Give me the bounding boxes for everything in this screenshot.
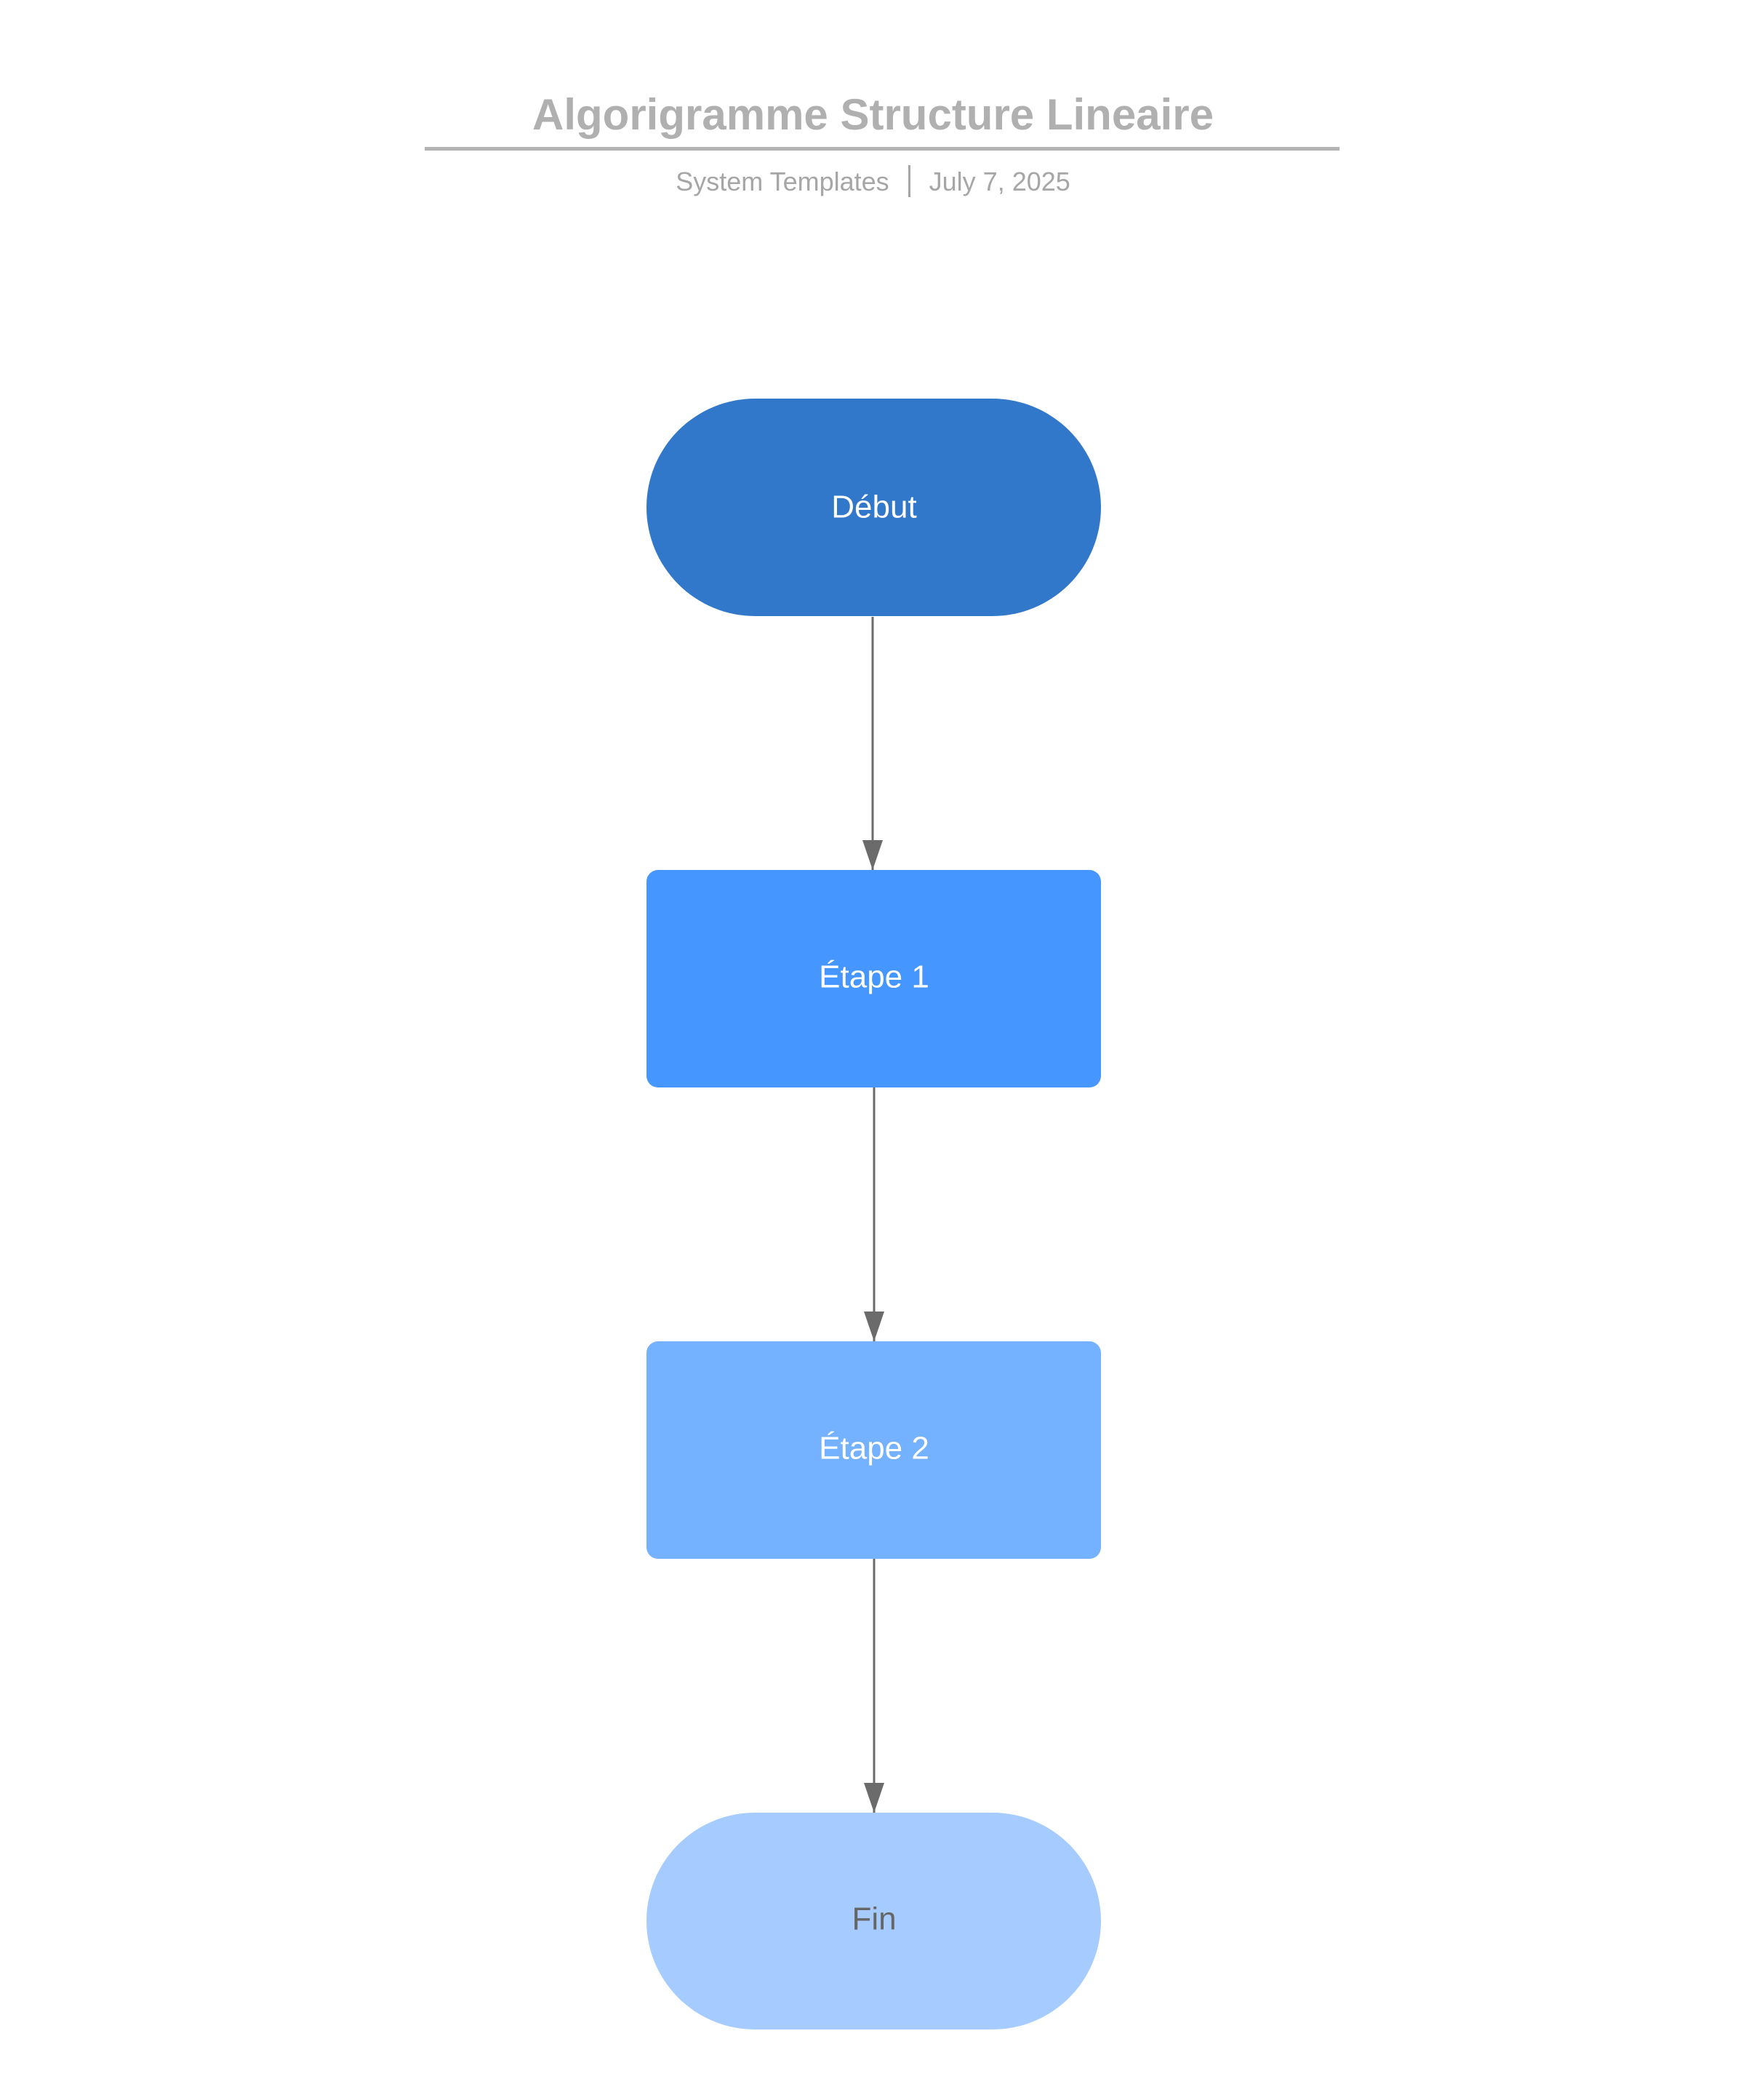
node-fin-label: Fin [852,1901,896,1937]
date-label: July 7, 2025 [929,167,1070,196]
node-debut-shape[interactable] [646,399,1101,616]
meta-separator [908,165,910,198]
arrowhead-etape2 [864,1311,884,1341]
node-etape2-label: Étape 2 [819,1431,929,1466]
arrowhead-etape1 [862,840,883,870]
title-underline [425,147,1339,151]
node-etape1-shape[interactable] [646,870,1101,1087]
diagram-title: Algorigramme Structure Lineaire [532,90,1214,139]
author-label: System Templates [676,167,889,196]
node-debut-label: Début [831,490,916,525]
flowchart-edges [862,617,884,1813]
node-fin[interactable]: Fin [646,1813,1101,2029]
node-etape2-shape[interactable] [646,1341,1101,1559]
node-etape1-label: Étape 1 [819,959,929,995]
diagram-header: Algorigramme Structure Lineaire System T… [0,0,1746,218]
diagram-meta: System Templates July 7, 2025 [0,164,1746,199]
node-debut[interactable]: Début [646,399,1101,616]
node-etape2[interactable]: Étape 2 [646,1341,1101,1559]
node-etape1[interactable]: Étape 1 [646,870,1101,1087]
arrowhead-fin [864,1783,884,1813]
node-fin-shape[interactable] [646,1813,1101,2029]
